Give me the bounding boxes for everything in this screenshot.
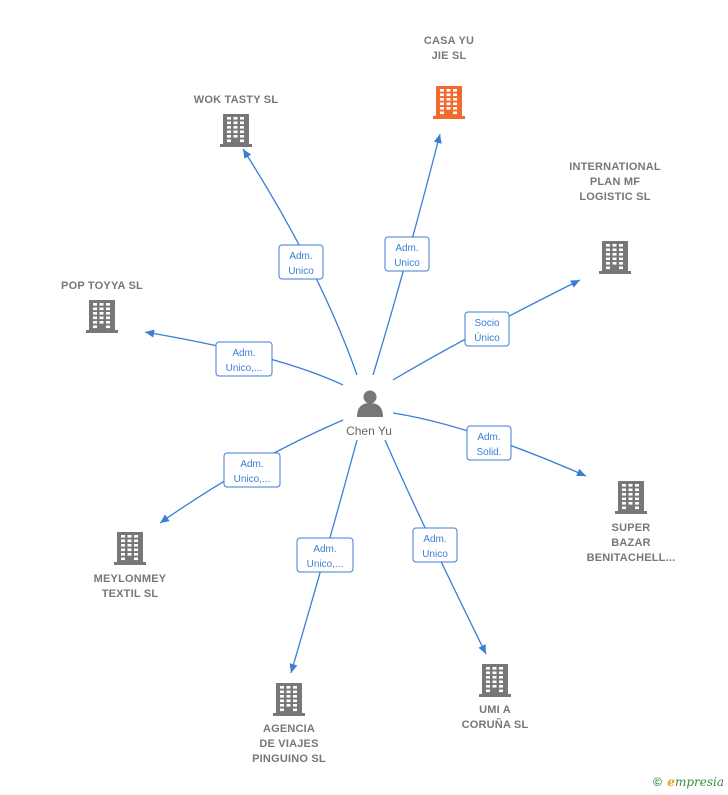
company-node-super-bazar[interactable]: SUPER BAZAR BENITACHELL... — [587, 481, 676, 564]
company-name-line: MEYLONMEY — [94, 573, 167, 585]
relation-label-line: Adm. — [423, 534, 446, 545]
relation-label-line: Unico — [288, 266, 314, 277]
relation-label-meylonmey[interactable]: Adm. Unico,... — [223, 452, 281, 488]
building-icon — [114, 532, 146, 565]
arrow-head-icon — [243, 149, 252, 159]
relation-label-line: Adm. — [232, 348, 255, 359]
company-name-line: DE VIAJES — [259, 738, 318, 750]
relation-label-pop-toyya[interactable]: Adm. Unico,... — [215, 341, 273, 377]
center-person-name: Chen Yu — [346, 424, 392, 438]
arrow-head-icon — [160, 514, 170, 523]
company-name-line: PLAN MF — [590, 176, 640, 188]
company-name-line: WOK TASTY SL — [194, 94, 279, 106]
company-name-line: INTERNATIONAL — [569, 161, 661, 173]
company-name-line: BAZAR — [611, 537, 651, 549]
relation-label-line: Adm. — [477, 432, 500, 443]
footer-brand: © empresia — [653, 775, 724, 789]
brand-logo: empresia — [667, 775, 724, 789]
relation-label-super-bazar[interactable]: Adm. Solid. — [466, 425, 512, 461]
arrow-head-icon — [576, 468, 586, 477]
relation-label-wok-tasty[interactable]: Adm. Unico — [278, 244, 324, 280]
building-icon — [615, 481, 647, 514]
center-person-node[interactable]: Chen Yu — [346, 390, 392, 439]
relation-label-line: Adm. — [240, 459, 263, 470]
company-node-casa-yu-jie[interactable]: CASA YU JIE SL — [424, 35, 474, 119]
building-icon — [273, 683, 305, 716]
company-name-line: CORUÑA SL — [462, 718, 529, 731]
company-name-line: UMI A — [479, 704, 511, 716]
company-name-line: SUPER — [612, 522, 651, 534]
edge-labels-layer: Adm.UnicoAdm.UnicoSocioÚnicoAdm.Unico,..… — [215, 236, 512, 573]
relation-label-line: Unico,... — [234, 474, 271, 485]
company-node-agencia-viajes[interactable]: AGENCIA DE VIAJES PINGUINO SL — [252, 683, 326, 765]
relation-label-line: Adm. — [395, 243, 418, 254]
edges-layer — [144, 133, 587, 674]
arrow-head-icon — [478, 644, 486, 654]
relation-label-line: Socio — [474, 318, 499, 329]
relation-label-agencia-viajes[interactable]: Adm. Unico,... — [296, 537, 354, 573]
company-name-line: JIE SL — [432, 50, 467, 62]
building-icon — [220, 114, 252, 147]
company-node-umi-coruna[interactable]: UMI A CORUÑA SL — [462, 664, 529, 731]
arrow-head-icon — [145, 329, 155, 338]
arrow-head-icon — [570, 280, 580, 288]
person-icon — [357, 390, 383, 417]
copyright-symbol: © — [653, 775, 662, 789]
company-name-line: TEXTIL SL — [102, 588, 159, 600]
building-icon — [479, 664, 511, 697]
relation-label-line: Solid. — [476, 447, 501, 458]
relation-label-line: Unico — [394, 258, 420, 269]
company-name-line: LOGISTIC SL — [579, 191, 650, 203]
arrow-head-icon — [433, 134, 442, 144]
company-name-line: BENITACHELL... — [587, 552, 676, 564]
company-node-international-plan-mf[interactable]: INTERNATIONAL PLAN MF LOGISTIC SL — [569, 161, 661, 274]
company-name-line: CASA YU — [424, 35, 474, 47]
relation-label-casa-yu-jie[interactable]: Adm. Unico — [384, 236, 430, 272]
relation-label-line: Unico,... — [226, 363, 263, 374]
relation-label-line: Adm. — [313, 544, 336, 555]
company-name-line: PINGUINO SL — [252, 753, 326, 765]
company-name-line: POP TOYYA SL — [61, 280, 143, 292]
company-name-line: AGENCIA — [263, 723, 315, 735]
building-icon — [433, 86, 465, 119]
building-icon — [86, 300, 118, 333]
relation-label-line: Único — [474, 331, 500, 344]
company-node-wok-tasty[interactable]: WOK TASTY SL — [194, 94, 279, 147]
nodes-layer: CASA YU JIE SL WOK TASTY SL INTERNATIONAL PL… — [61, 35, 675, 765]
building-icon — [599, 241, 631, 274]
relation-label-umi-coruna[interactable]: Adm. Unico — [412, 527, 458, 563]
relation-label-line: Unico — [422, 549, 448, 560]
arrow-head-icon — [289, 663, 298, 673]
relation-label-line: Unico,... — [307, 559, 344, 570]
company-node-meylonmey[interactable]: MEYLONMEY TEXTIL SL — [94, 532, 167, 600]
company-node-pop-toyya[interactable]: POP TOYYA SL — [61, 280, 143, 333]
relation-label-line: Adm. — [289, 251, 312, 262]
